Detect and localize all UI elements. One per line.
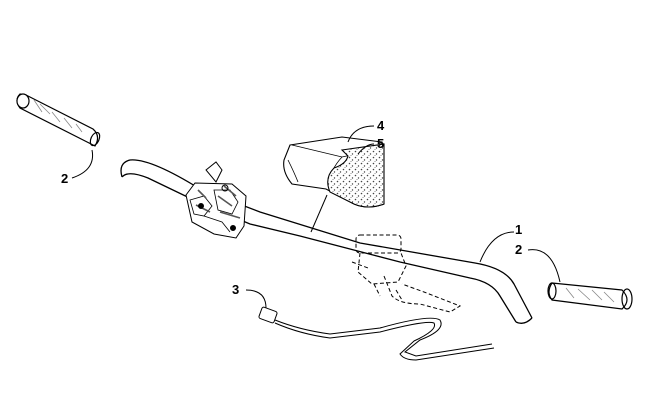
left-grip [16, 93, 101, 147]
handlebar-pad [283, 136, 385, 208]
leader-line-2-left [71, 149, 94, 179]
callout-2-left: 2 [61, 171, 68, 186]
leader-line-5 [357, 143, 375, 155]
leader-line-1 [479, 231, 515, 263]
right-grip [547, 282, 633, 310]
switch-housing [185, 161, 247, 239]
callout-5: 5 [377, 136, 384, 151]
leader-line-3 [245, 289, 267, 309]
callout-1: 1 [515, 222, 522, 237]
callout-2-right: 2 [515, 242, 522, 257]
pad-support-line [310, 194, 328, 233]
handlebar-tube [120, 159, 533, 324]
wire-harness [258, 306, 495, 361]
leader-line-2-right [527, 249, 561, 283]
callout-3: 3 [232, 282, 239, 297]
callout-4: 4 [377, 118, 385, 133]
brake-lever-assembly [351, 234, 462, 313]
leader-line-4 [347, 125, 375, 143]
